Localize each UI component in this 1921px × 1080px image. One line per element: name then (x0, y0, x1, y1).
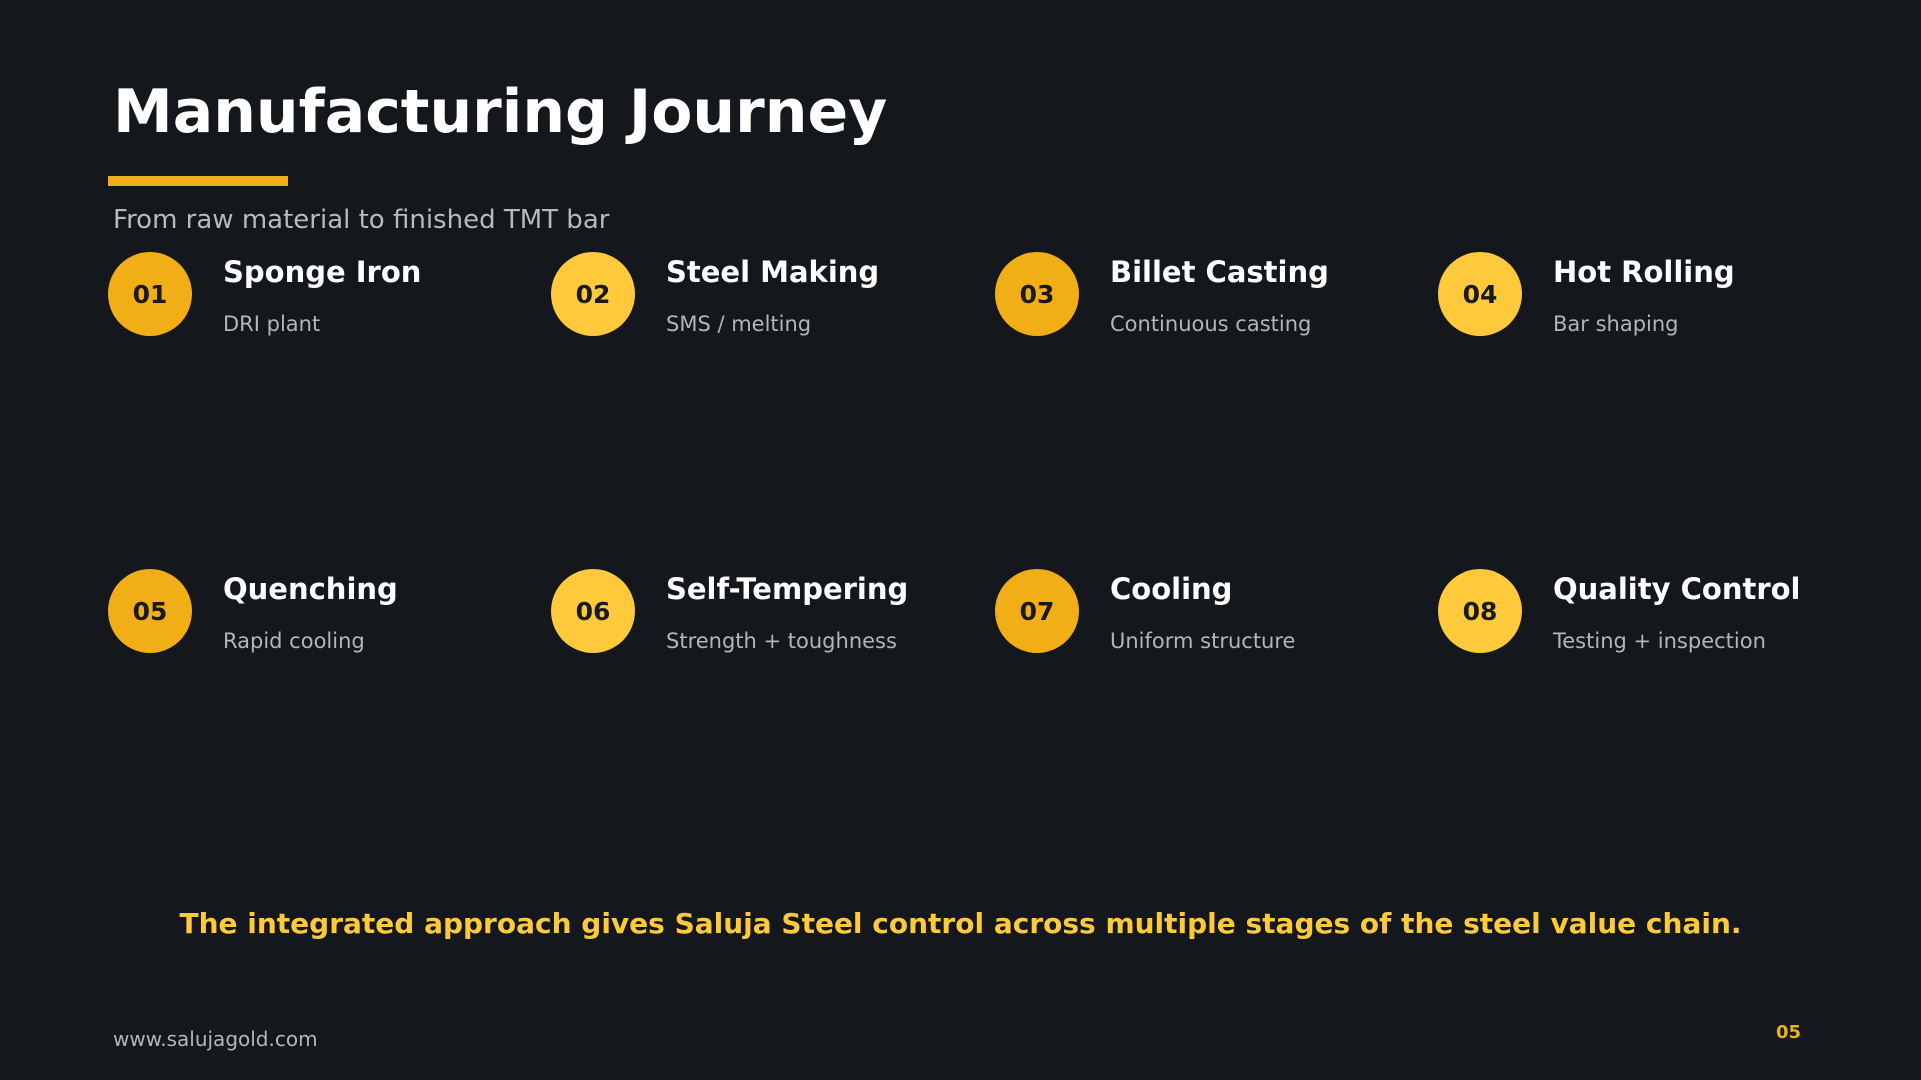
step-title: Steel Making (666, 255, 880, 289)
step-number-badge: 01 (108, 252, 192, 336)
step-title: Billet Casting (1110, 255, 1329, 289)
footer-website-url[interactable]: www.salujagold.com (113, 1027, 318, 1051)
step-title: Hot Rolling (1553, 255, 1735, 289)
step-description: DRI plant (223, 312, 321, 336)
page-number: 05 (1775, 1022, 1801, 1043)
step-title: Quenching (223, 572, 398, 606)
step-card-04: 04 Hot Rolling Bar shaping (1438, 252, 1858, 372)
step-card-06: 06 Self-Tempering Strength + toughness (551, 569, 971, 689)
slide-title: Manufacturing Journey (113, 77, 888, 147)
step-title: Sponge Iron (223, 255, 422, 289)
step-card-07: 07 Cooling Uniform structure (995, 569, 1415, 689)
step-description: Continuous casting (1110, 312, 1312, 336)
step-number-badge: 08 (1438, 569, 1522, 653)
step-number-badge: 03 (995, 252, 1079, 336)
step-number-badge: 05 (108, 569, 192, 653)
step-card-03: 03 Billet Casting Continuous casting (995, 252, 1415, 372)
step-number-badge: 04 (1438, 252, 1522, 336)
step-card-01: 01 Sponge Iron DRI plant (108, 252, 528, 372)
step-description: Bar shaping (1553, 312, 1679, 336)
step-card-05: 05 Quenching Rapid cooling (108, 569, 528, 689)
step-description: Testing + inspection (1553, 629, 1766, 653)
step-description: Rapid cooling (223, 629, 365, 653)
step-card-08: 08 Quality Control Testing + inspection (1438, 569, 1858, 689)
slide-subtitle: From raw material to finished TMT bar (113, 205, 610, 235)
step-description: SMS / melting (666, 312, 812, 336)
title-underline (108, 176, 288, 186)
step-title: Cooling (1110, 572, 1233, 606)
step-description: Uniform structure (1110, 629, 1296, 653)
step-number-badge: 06 (551, 569, 635, 653)
step-description: Strength + toughness (666, 629, 897, 653)
step-title: Quality Control (1553, 572, 1801, 606)
step-title: Self-Tempering (666, 572, 909, 606)
step-card-02: 02 Steel Making SMS / melting (551, 252, 971, 372)
step-number-badge: 02 (551, 252, 635, 336)
tagline: The integrated approach gives Saluja Ste… (179, 907, 1742, 940)
step-number-badge: 07 (995, 569, 1079, 653)
